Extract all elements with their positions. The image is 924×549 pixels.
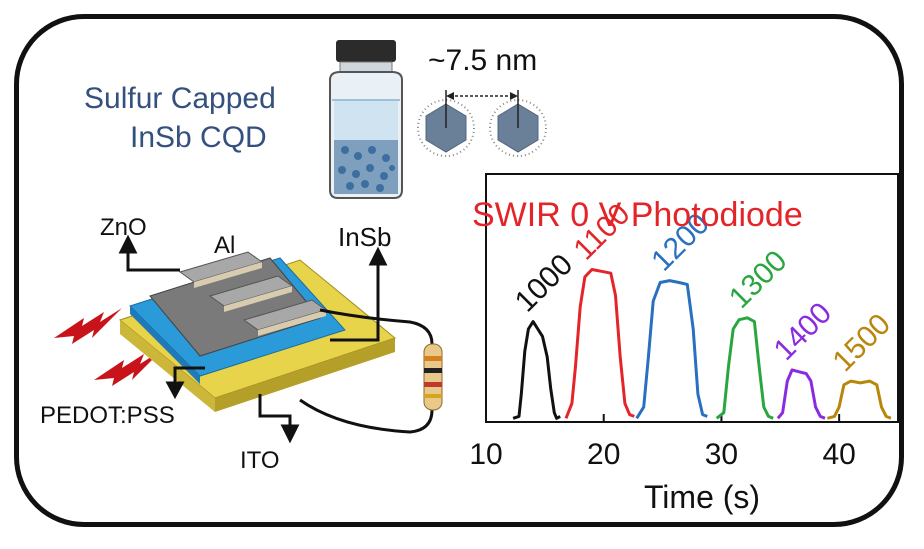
- resistor-icon: [423, 343, 443, 411]
- insb-label: InSb: [338, 222, 392, 252]
- chart-plot-frame: [485, 173, 899, 423]
- x-tick-label: 20: [587, 438, 620, 471]
- zno-label: ZnO: [100, 214, 147, 241]
- quantum-dots: [417, 90, 547, 157]
- series-line-1200: [635, 279, 708, 420]
- material-title-line1: Sulfur Capped: [84, 82, 276, 115]
- series-line-1400: [776, 368, 826, 420]
- label-arrows: [118, 234, 388, 444]
- al-label: Al: [214, 232, 236, 259]
- x-axis-label: Time (s): [644, 479, 760, 515]
- vial-illustration: [329, 40, 403, 199]
- series-line-1500: [827, 379, 892, 420]
- light-bolts: [54, 308, 162, 386]
- chart-title: SWIR 0 V Photodiode: [472, 196, 803, 234]
- device-stack: [118, 251, 397, 412]
- pedot-label: PEDOT:PSS: [40, 402, 175, 429]
- series-line-1100: [564, 268, 635, 419]
- series-label-1500: 1500: [827, 307, 898, 378]
- series-label-1300: 1300: [723, 244, 794, 315]
- x-tick-label: 30: [705, 438, 738, 471]
- x-tick-label: 40: [822, 438, 855, 471]
- series-label-1000: 1000: [509, 248, 580, 319]
- series-line-1000: [512, 320, 561, 420]
- ito-label: ITO: [240, 447, 280, 474]
- circuit-wires: [299, 308, 434, 434]
- particle-size-label: ~7.5 nm: [428, 44, 538, 77]
- x-tick-label: 10: [469, 438, 502, 471]
- series-line-1300: [715, 316, 774, 420]
- material-title-line2: InSb CQD: [130, 121, 267, 154]
